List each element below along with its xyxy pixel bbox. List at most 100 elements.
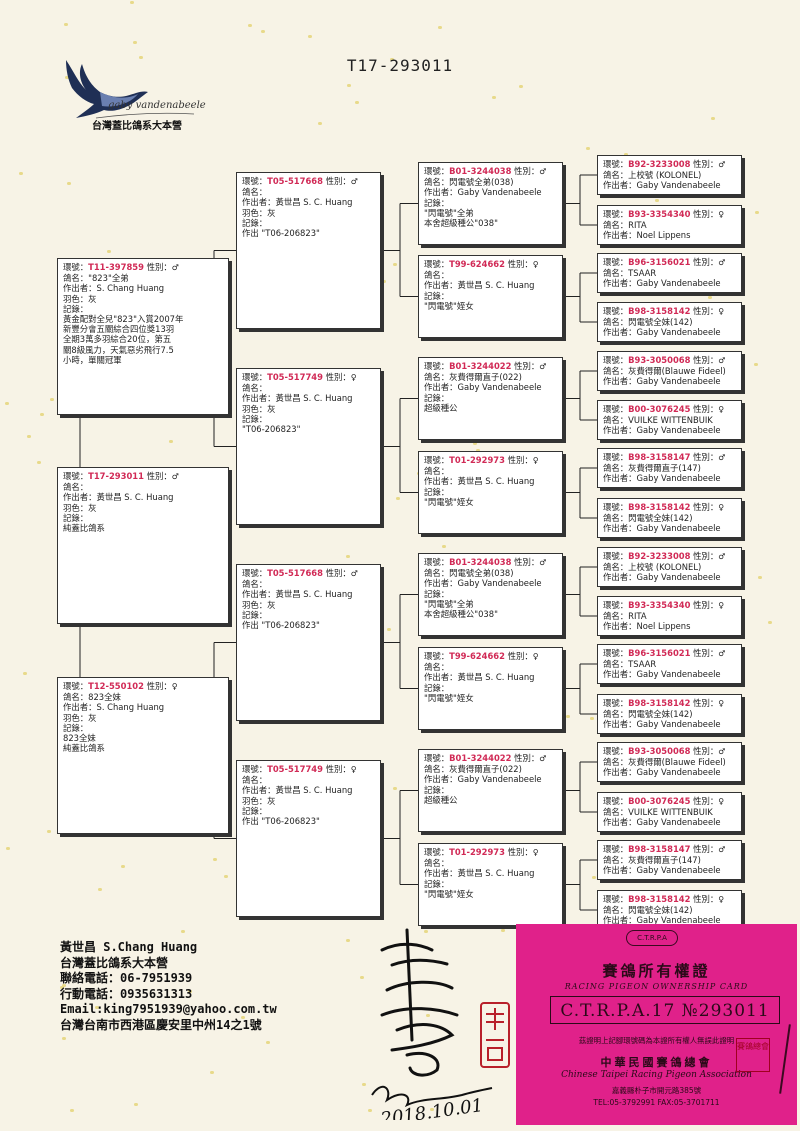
sire-box[interactable]: 環號：T11-397859 性別：♂鴿名："823"全弟作出者：S. Chang… (57, 258, 229, 415)
field-label: 記錄： (242, 609, 268, 620)
paper-speck (98, 888, 102, 891)
great-great-grandparent-box[interactable]: 環號：B98-3158142 性別：♀鴿名：閃電號全妹(142)作出者：Gaby… (597, 890, 742, 930)
field-label: 性別： (690, 648, 719, 658)
great-grandparent-box[interactable]: 環號：T99-624662 性別：♀鴿名：作出者：黃世昌 S. C. Huang… (418, 647, 563, 730)
name-line: 鴿名： (242, 383, 375, 393)
pigeon-name: 823全妹 (88, 692, 121, 703)
ring-line: 環號：T05-517668 性別：♂ (242, 568, 375, 579)
field-label: 記錄： (424, 290, 450, 301)
breeder-line: 作出者：Gaby Vandenabeele (424, 382, 557, 392)
field-label: 羽色： (63, 712, 89, 723)
great-great-grandparent-box[interactable]: 環號：B98-3158142 性別：♀鴿名：閃電號全妹(142)作出者：Gaby… (597, 694, 742, 734)
field-label: 環號： (242, 764, 268, 774)
field-label: 性別： (690, 600, 719, 610)
ring-line: 環號：B93-3050068 性別：♂ (603, 746, 736, 757)
great-great-grandparent-box[interactable]: 環號：B93-3050068 性別：♂鴿名：灰費得爾(Blauwe Fideel… (597, 742, 742, 782)
ring-line: 環號：B96-3156021 性別：♂ (603, 257, 736, 268)
ring-line: 環號：B98-3158142 性別：♀ (603, 894, 736, 905)
paper-speck (181, 930, 185, 933)
field-label: 環號： (603, 257, 629, 267)
field-label: 作出者： (424, 280, 458, 291)
field-label: 性別： (690, 306, 719, 316)
grandparent-box[interactable]: 環號：T05-517668 性別：♂鴿名：作出者：黃世昌 S. C. Huang… (236, 564, 381, 721)
sex-symbol: ♂ (718, 258, 726, 267)
paper-speck (40, 413, 44, 416)
great-grandparent-box[interactable]: 環號：T01-292973 性別：♀鴿名：作出者：黃世昌 S. C. Huang… (418, 843, 563, 926)
grandparent-box[interactable]: 環號：T05-517749 性別：♀鴿名：作出者：黃世昌 S. C. Huang… (236, 760, 381, 917)
card-emblem: C.T.R.P.A (626, 930, 678, 946)
field-label: 環號： (603, 452, 629, 462)
color-line: 羽色：灰 (242, 796, 375, 806)
great-grandparent-box[interactable]: 環號：B01-3244022 性別：♂鴿名：灰費得爾直子(022)作出者：Gab… (418, 749, 563, 832)
field-label: 鴿名： (603, 415, 629, 426)
great-great-grandparent-box[interactable]: 環號：B92-3233008 性別：♂鴿名：上校號 (KOLONEL)作出者：G… (597, 547, 742, 587)
paper-speck (424, 930, 428, 933)
great-grandparent-box[interactable]: 環號：B01-3244038 性別：♂鴿名：閃電號全弟(038)作出者：Gaby… (418, 162, 563, 245)
paper-speck (519, 85, 523, 88)
breeder-line: 作出者：Gaby Vandenabeele (603, 425, 736, 435)
pigeon-name: RITA (628, 220, 647, 231)
note-text: 新豐分會五關綜合四位獎13羽 (63, 324, 175, 335)
field-label: 鴿名： (242, 187, 268, 198)
field-label: 環號： (603, 648, 629, 658)
paper-speck (390, 58, 394, 61)
great-grandparent-box[interactable]: 環號：B01-3244038 性別：♂鴿名：閃電號全弟(038)作出者：Gaby… (418, 553, 563, 636)
breeder-line: 作出者：Gaby Vandenabeele (603, 327, 736, 337)
owner-mobile: 行動電話：0935631313 (60, 986, 193, 1001)
great-great-grandparent-box[interactable]: 環號：B98-3158142 性別：♀鴿名：閃電號全妹(142)作出者：Gaby… (597, 498, 742, 538)
name-line: 鴿名：VUILKE WITTENBUIK (603, 415, 736, 425)
ring-line: 環號：B01-3244038 性別：♂ (424, 557, 557, 568)
great-great-grandparent-box[interactable]: 環號：B98-3158147 性別：♂鴿名：灰費得爾直子(147)作出者：Gab… (597, 448, 742, 488)
great-grandparent-box[interactable]: 環號：B01-3244022 性別：♂鴿名：灰費得爾直子(022)作出者：Gab… (418, 357, 563, 440)
pigeon-name: 閃電號全弟(038) (449, 568, 514, 579)
field-label: 作出者： (424, 476, 458, 487)
paper-speck (47, 830, 51, 833)
great-great-grandparent-box[interactable]: 環號：B98-3158147 性別：♂鴿名：灰費得爾直子(147)作出者：Gab… (597, 840, 742, 880)
field-label: 性別： (690, 551, 719, 561)
field-label: 鴿名： (603, 513, 629, 524)
name-line: 鴿名：VUILKE WITTENBUIK (603, 807, 736, 817)
great-grandparent-box[interactable]: 環號：T99-624662 性別：♀鴿名：作出者：黃世昌 S. C. Huang… (418, 255, 563, 338)
breeder-name: Gaby Vandenabeele (636, 572, 721, 583)
field-label: 性別： (143, 471, 172, 481)
breeder-line: 作出者：黃世昌 S. C. Huang (242, 197, 375, 207)
name-line: 鴿名：灰費得爾(Blauwe Fideel) (603, 757, 736, 767)
sex-symbol: ♀ (350, 373, 357, 382)
paper-speck (261, 30, 265, 33)
field-label: 羽色： (63, 502, 89, 513)
card-number: C.T.R.P.A.17 №293011 (550, 996, 780, 1024)
dam-box[interactable]: 環號：T12-550102 性別：♀鴿名：823全妹作出者：S. Chang H… (57, 677, 229, 834)
name-line: 鴿名：TSAAR (603, 268, 736, 278)
field-label: 記錄： (63, 512, 89, 523)
field-label: 鴿名： (603, 855, 629, 866)
page-title: T17-293011 (346, 56, 454, 75)
paper-speck (711, 117, 715, 120)
field-label: 作出者： (603, 865, 637, 876)
grandparent-box[interactable]: 環號：T05-517749 性別：♀鴿名：作出者：黃世昌 S. C. Huang… (236, 368, 381, 525)
field-label: 記錄： (424, 784, 450, 795)
sex-symbol: ♂ (718, 552, 726, 561)
ring-number: B96-3156021 (628, 257, 691, 267)
subject-box[interactable]: 環號：T17-293011 性別：♂鴿名：作出者：黃世昌 S. C. Huang… (57, 467, 229, 624)
field-label: 性別： (511, 753, 540, 763)
great-great-grandparent-box[interactable]: 環號：B98-3158142 性別：♀鴿名：閃電號全妹(142)作出者：Gaby… (597, 302, 742, 342)
grandparent-box[interactable]: 環號：T05-517668 性別：♂鴿名：作出者：黃世昌 S. C. Huang… (236, 172, 381, 329)
name-line: 鴿名：閃電號全妹(142) (603, 905, 736, 915)
field-label: 環號： (603, 404, 629, 414)
great-grandparent-box[interactable]: 環號：T01-292973 性別：♀鴿名：作出者：黃世昌 S. C. Huang… (418, 451, 563, 534)
great-great-grandparent-box[interactable]: 環號：B92-3233008 性別：♂鴿名：上校號 (KOLONEL)作出者：G… (597, 155, 742, 195)
paper-speck (121, 865, 125, 868)
field-label: 記錄： (63, 303, 89, 314)
great-great-grandparent-box[interactable]: 環號：B93-3050068 性別：♂鴿名：灰費得爾(Blauwe Fideel… (597, 351, 742, 391)
paper-speck (382, 280, 386, 283)
name-line: 鴿名：灰費得爾直子(147) (603, 855, 736, 865)
field-label: 鴿名： (603, 611, 629, 622)
feather-color: 灰 (88, 502, 97, 513)
notes-line: 記錄： (63, 723, 223, 733)
